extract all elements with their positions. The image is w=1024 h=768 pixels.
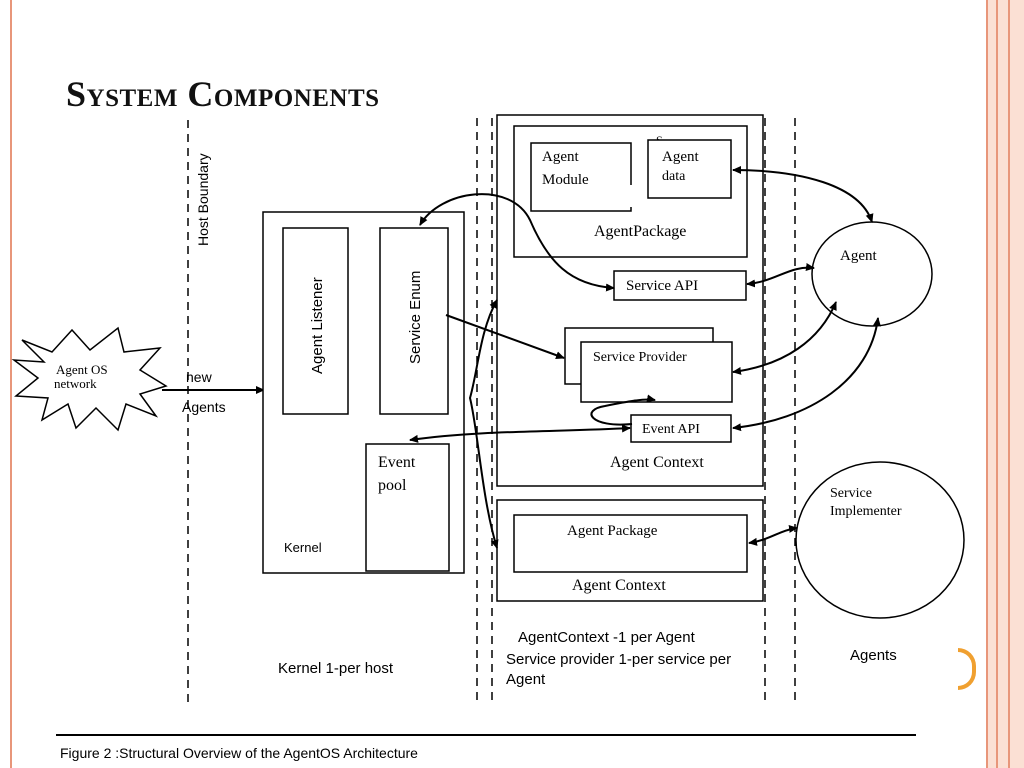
agent-module-box (530, 142, 632, 212)
event-api-to-agent-arrow (732, 317, 881, 432)
service-implementer-ellipse (795, 461, 965, 619)
event-pool-to-event-api-arrow (409, 424, 631, 443)
agents-label: Agents (850, 647, 897, 664)
agent-context-top-label: Agent Context (610, 454, 704, 471)
kernel-per-host-label: Kernel 1-per host (278, 660, 394, 677)
service-api-to-agent-arrow (746, 263, 815, 288)
agent-package-bottom-label: Agent Package (567, 523, 658, 539)
kernel-to-contexts-bracket-arrow (468, 299, 499, 549)
agent-listener-label: Agent Listener (309, 277, 326, 374)
service-implementer-label-line-1: Service (830, 486, 872, 501)
service-api-box (613, 270, 747, 301)
agent-module-label-line-1: Agent (542, 149, 579, 165)
agent-module-label-line-2: Module (542, 172, 589, 188)
new-agents-label-line-2: Agents (182, 399, 226, 415)
agent-data-to-agent-arrow (732, 166, 874, 223)
service-enum-label: Service Enum (407, 271, 424, 364)
agent-package-bottom-box (513, 514, 748, 573)
new-agents-label-line-1: new (186, 369, 213, 385)
event-api-label: Event API (642, 422, 700, 437)
agent-data-label-line-2: data (662, 169, 686, 184)
slide-frame-right (982, 0, 1024, 768)
service-provider-box (580, 341, 733, 403)
host-boundary-label: Host Boundary (195, 153, 211, 246)
context-per-agent-label-line-2: Service provider 1-per service per (506, 651, 731, 668)
agent-os-network-starburst (11, 326, 168, 432)
context-per-agent-label-line-3: Agent (506, 671, 546, 688)
agent-label: Agent (840, 248, 877, 264)
event-pool-label-line-2: pool (378, 477, 407, 494)
agent-listener-box (282, 227, 349, 415)
agent-ellipse (811, 221, 933, 327)
figure-caption: Figure 2 :Structural Overview of the Age… (60, 745, 418, 761)
service-api-label: Service API (626, 278, 698, 294)
agent-package-to-service-implementer-arrow (748, 524, 798, 546)
service-implementer-label-line-2: Implementer (830, 504, 902, 519)
context-per-agent-label-line-1: AgentContext -1 per Agent (518, 629, 696, 646)
event-api-loop-arrow (590, 394, 656, 426)
network-label-line-2: network (54, 376, 97, 391)
agent-data-box (647, 139, 732, 199)
slide-title: System Components (66, 74, 380, 114)
agent-context-bottom-label: Agent Context (572, 577, 666, 594)
agent-package-top-label: AgentPackage (594, 223, 686, 240)
agent-data-label-line-1: Agent (662, 149, 699, 165)
service-enum-to-service-api-arrow (419, 193, 615, 292)
slide-frame-left (0, 0, 12, 768)
event-pool-label-line-1: Event (378, 454, 416, 471)
event-api-box (630, 414, 732, 443)
event-pool-box (365, 443, 450, 572)
service-provider-label: Service Provider (593, 350, 687, 365)
service-enum-to-service-provider-arrow (445, 314, 565, 360)
kernel-label: Kernel (284, 540, 322, 555)
network-label-line-1: Agent OS (56, 362, 108, 377)
agent-module-notch (626, 185, 636, 207)
